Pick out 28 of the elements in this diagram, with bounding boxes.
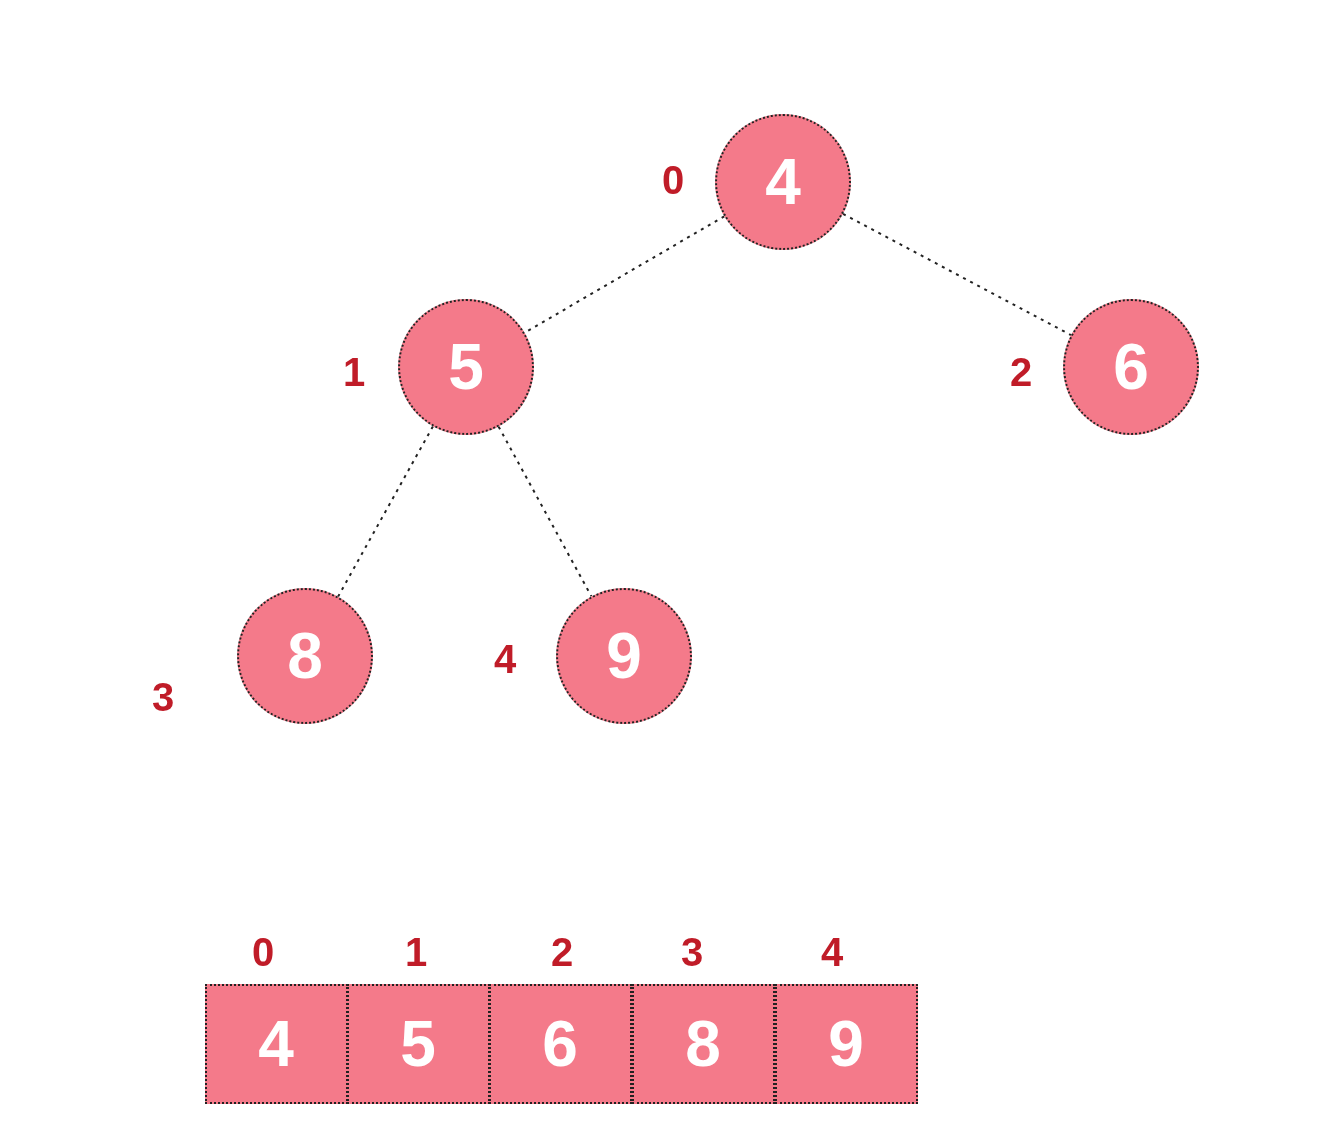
tree-edge-line (337, 425, 434, 598)
array-cell (631, 984, 775, 1104)
index-label: 3 (151, 677, 175, 717)
node-value: 5 (448, 335, 484, 399)
tree-edge-line (497, 425, 593, 598)
node-value: 9 (828, 1012, 864, 1076)
node-value: 6 (542, 1012, 578, 1076)
node-value: 6 (1113, 335, 1149, 399)
array-cell (488, 984, 632, 1104)
index-label: 3 (680, 932, 704, 972)
node-value: 4 (765, 150, 801, 214)
index-label: 2 (550, 932, 574, 972)
index-label: 2 (1009, 352, 1033, 392)
index-label: 1 (342, 352, 366, 392)
node-value: 5 (400, 1012, 436, 1076)
index-label: 4 (820, 932, 844, 972)
array-cell (346, 984, 490, 1104)
node-value: 8 (685, 1012, 721, 1076)
index-label: 1 (404, 932, 428, 972)
index-label: 4 (493, 639, 517, 679)
index-label: 0 (661, 160, 685, 200)
index-label: 0 (251, 932, 275, 972)
array-cell (774, 984, 918, 1104)
array-cell (204, 984, 348, 1104)
tree-edge-line (842, 212, 1072, 337)
node-value: 9 (606, 624, 642, 688)
node-value: 8 (287, 624, 323, 688)
node-value: 4 (258, 1012, 294, 1076)
